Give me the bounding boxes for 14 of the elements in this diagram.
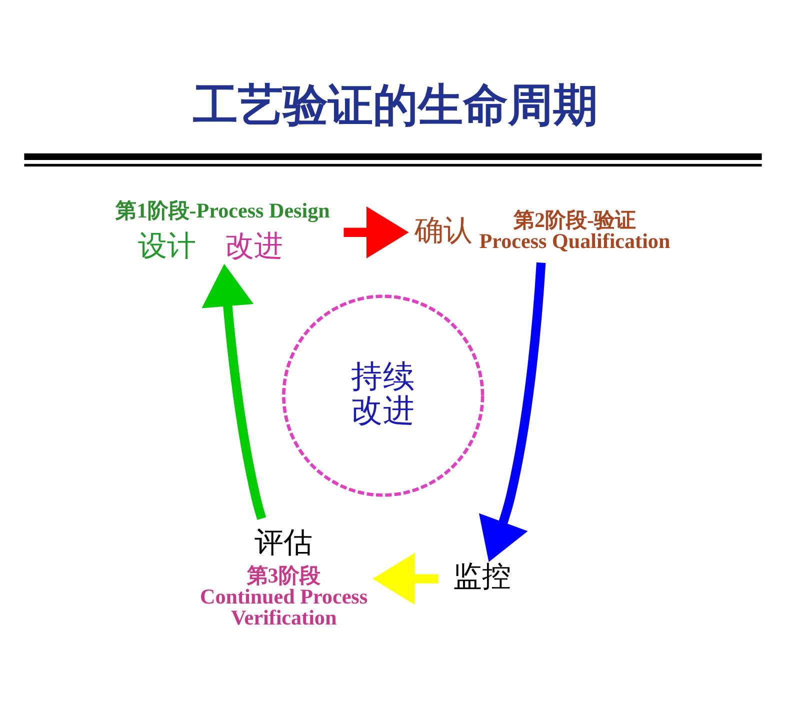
node-text: 监控 <box>452 559 511 594</box>
node-circle: 持续改进 <box>282 294 484 497</box>
arrow <box>478 262 546 562</box>
node-label: 改进 <box>225 228 284 263</box>
node-label: 第2阶段-验证 Process Qualification <box>479 208 670 253</box>
node-label: 第1阶段-Process Design <box>116 198 330 223</box>
diagram-title: 工艺验证的生命周期 <box>192 78 598 132</box>
arrow <box>372 552 438 605</box>
node-text: 评估 <box>254 524 313 559</box>
node-text: 确认 <box>414 212 473 247</box>
arrow <box>202 264 266 520</box>
node-text: 设计 <box>138 228 196 263</box>
node-label: 第3阶段 Continued Process Verification <box>200 563 368 630</box>
arrow <box>344 206 409 258</box>
